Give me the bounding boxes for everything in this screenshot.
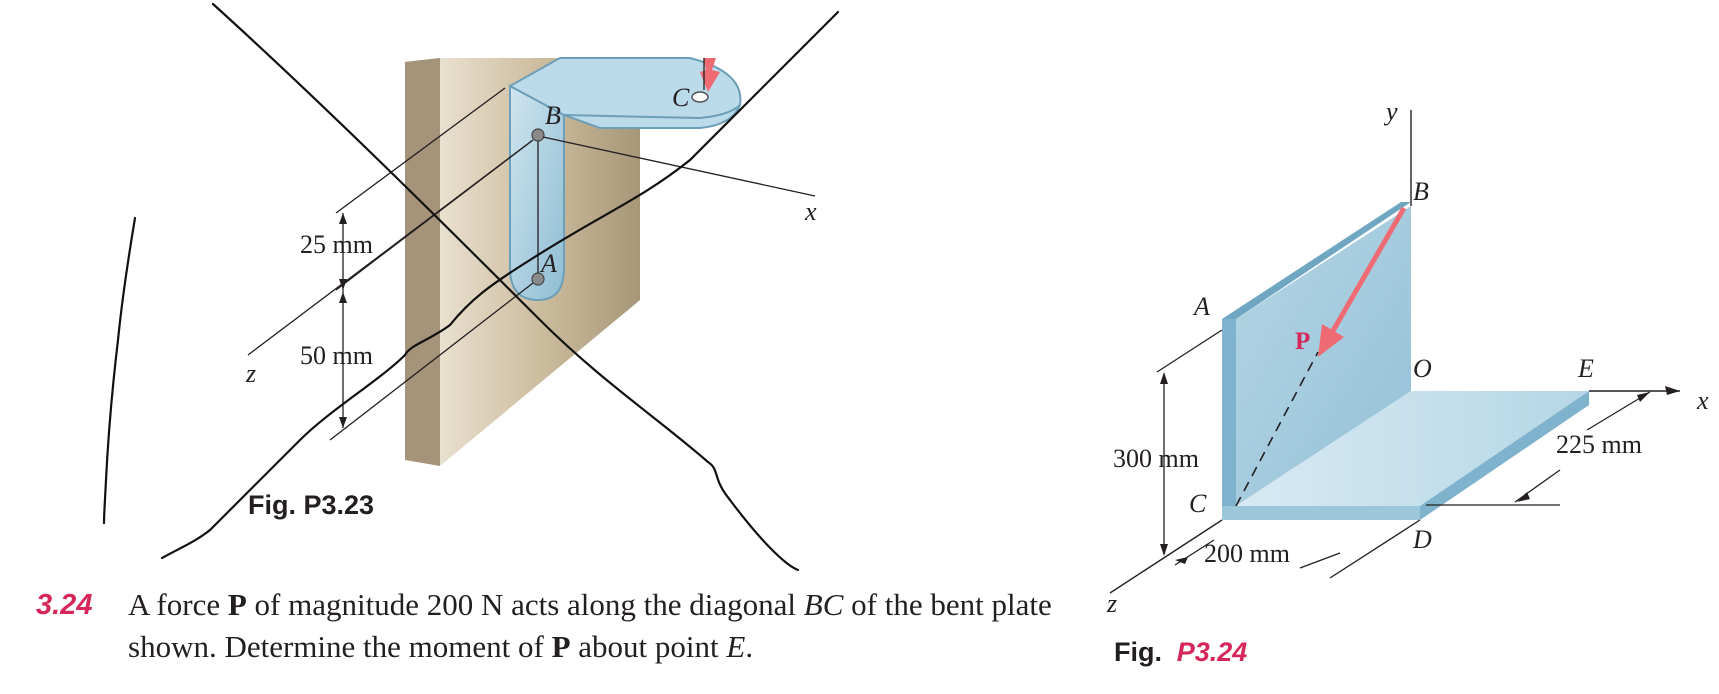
problem-text-4: about point [570, 629, 727, 664]
cross-stroke-1 [211, 2, 800, 572]
problem-text-5: . [745, 629, 754, 664]
problem-bold-P2: P [551, 629, 571, 664]
dim-arrow-25-top [339, 213, 347, 224]
fig-p3-23-caption: Fig. P3.23 [248, 490, 374, 520]
point-D-label: D [1412, 525, 1432, 554]
dim-50-label: 50 mm [300, 341, 373, 370]
ext-200-right [1329, 519, 1421, 579]
axis-x-label: x [804, 197, 817, 226]
vertical-plate-side [1222, 319, 1236, 506]
fig-p3-23: 25 mm 50 mm z x B A C Fig. P3.23 [245, 57, 817, 520]
point-B-label: B [545, 101, 561, 130]
caption-prefix: Fig. [1114, 637, 1162, 667]
x-axis-line [542, 136, 816, 197]
point-A-label: A [1192, 292, 1210, 321]
problem-italic-BC: BC [803, 587, 844, 622]
x-axis-arrow [1665, 386, 1680, 395]
problem-number: 3.24 [36, 589, 93, 621]
problem-italic-E: E [726, 629, 746, 664]
axis-z-label: z [245, 359, 256, 388]
force-p-head [1318, 324, 1344, 357]
dim-200-arrow-left [1175, 557, 1188, 564]
point-A-label: A [539, 249, 557, 278]
problem-text: A force P of magnitude 200 N acts along … [128, 584, 1118, 668]
point-E-label: E [1577, 354, 1594, 383]
dim-225-arrow-bot [1517, 492, 1530, 502]
horizontal-plate-right [1420, 391, 1589, 520]
vertical-plate-edge [1222, 202, 1411, 319]
dim-arrow-50-bot [339, 417, 347, 428]
wall-side-face [405, 58, 440, 466]
axis-z-label: z [1106, 589, 1117, 618]
horizontal-plate-front [1222, 506, 1420, 520]
ext-line-top [335, 87, 506, 214]
dim-300-arrow-bot [1160, 544, 1168, 556]
dim-arrow-50-top [339, 292, 347, 303]
dim-25-label: 25 mm [300, 230, 373, 259]
problem-text-2: of magnitude 200 N acts along the diagon… [246, 587, 804, 622]
force-P-label: P [1295, 328, 1310, 355]
dim-arrow-25-bot [339, 279, 347, 290]
axis-y-label: y [1383, 97, 1398, 126]
horizontal-plate-face [1236, 391, 1589, 506]
caption-number: P3.24 [1177, 637, 1248, 667]
problem-bold-P: P [227, 587, 247, 622]
dim-225-label: 225 mm [1556, 430, 1642, 459]
dim-200-label: 200 mm [1204, 539, 1290, 568]
point-C-label: C [672, 83, 690, 112]
force-p-shaft [1327, 206, 1407, 338]
force-arrow-c [700, 58, 720, 92]
cross-stroke-2 [160, 10, 840, 560]
dim-200-right [1299, 552, 1341, 569]
dim-300-label: 300 mm [1113, 444, 1199, 473]
diagonal-bc [1235, 351, 1319, 507]
dim-300-arrow-top [1160, 372, 1168, 384]
problem-text-1: A force [128, 587, 228, 622]
point-B-label: B [1413, 177, 1429, 206]
fig-p3-24: y B A P O E x 300 mm 225 mm C D 200 mm z… [1106, 97, 1709, 667]
ext-300-top [1156, 329, 1223, 373]
ext-line-a [329, 282, 534, 441]
bracket-arm-edge [563, 104, 741, 120]
point-C-label: C [1189, 489, 1207, 518]
margin-stroke [102, 216, 137, 525]
bolt-B [531, 128, 545, 142]
point-O-label: O [1413, 354, 1432, 383]
hole-C [691, 91, 709, 103]
problem-text-3: of the bent plate shown. Determine the m… [128, 587, 1052, 664]
handwritten-strokes [102, 2, 840, 572]
axis-x-label: x [1696, 386, 1709, 415]
z-axis-line [1109, 519, 1223, 594]
vertical-plate-face [1236, 206, 1411, 506]
fig-p3-24-caption: Fig. P3.24 [1114, 637, 1247, 667]
dim-225-arrow-top [1637, 392, 1650, 402]
dim-225-lower [1514, 469, 1561, 503]
